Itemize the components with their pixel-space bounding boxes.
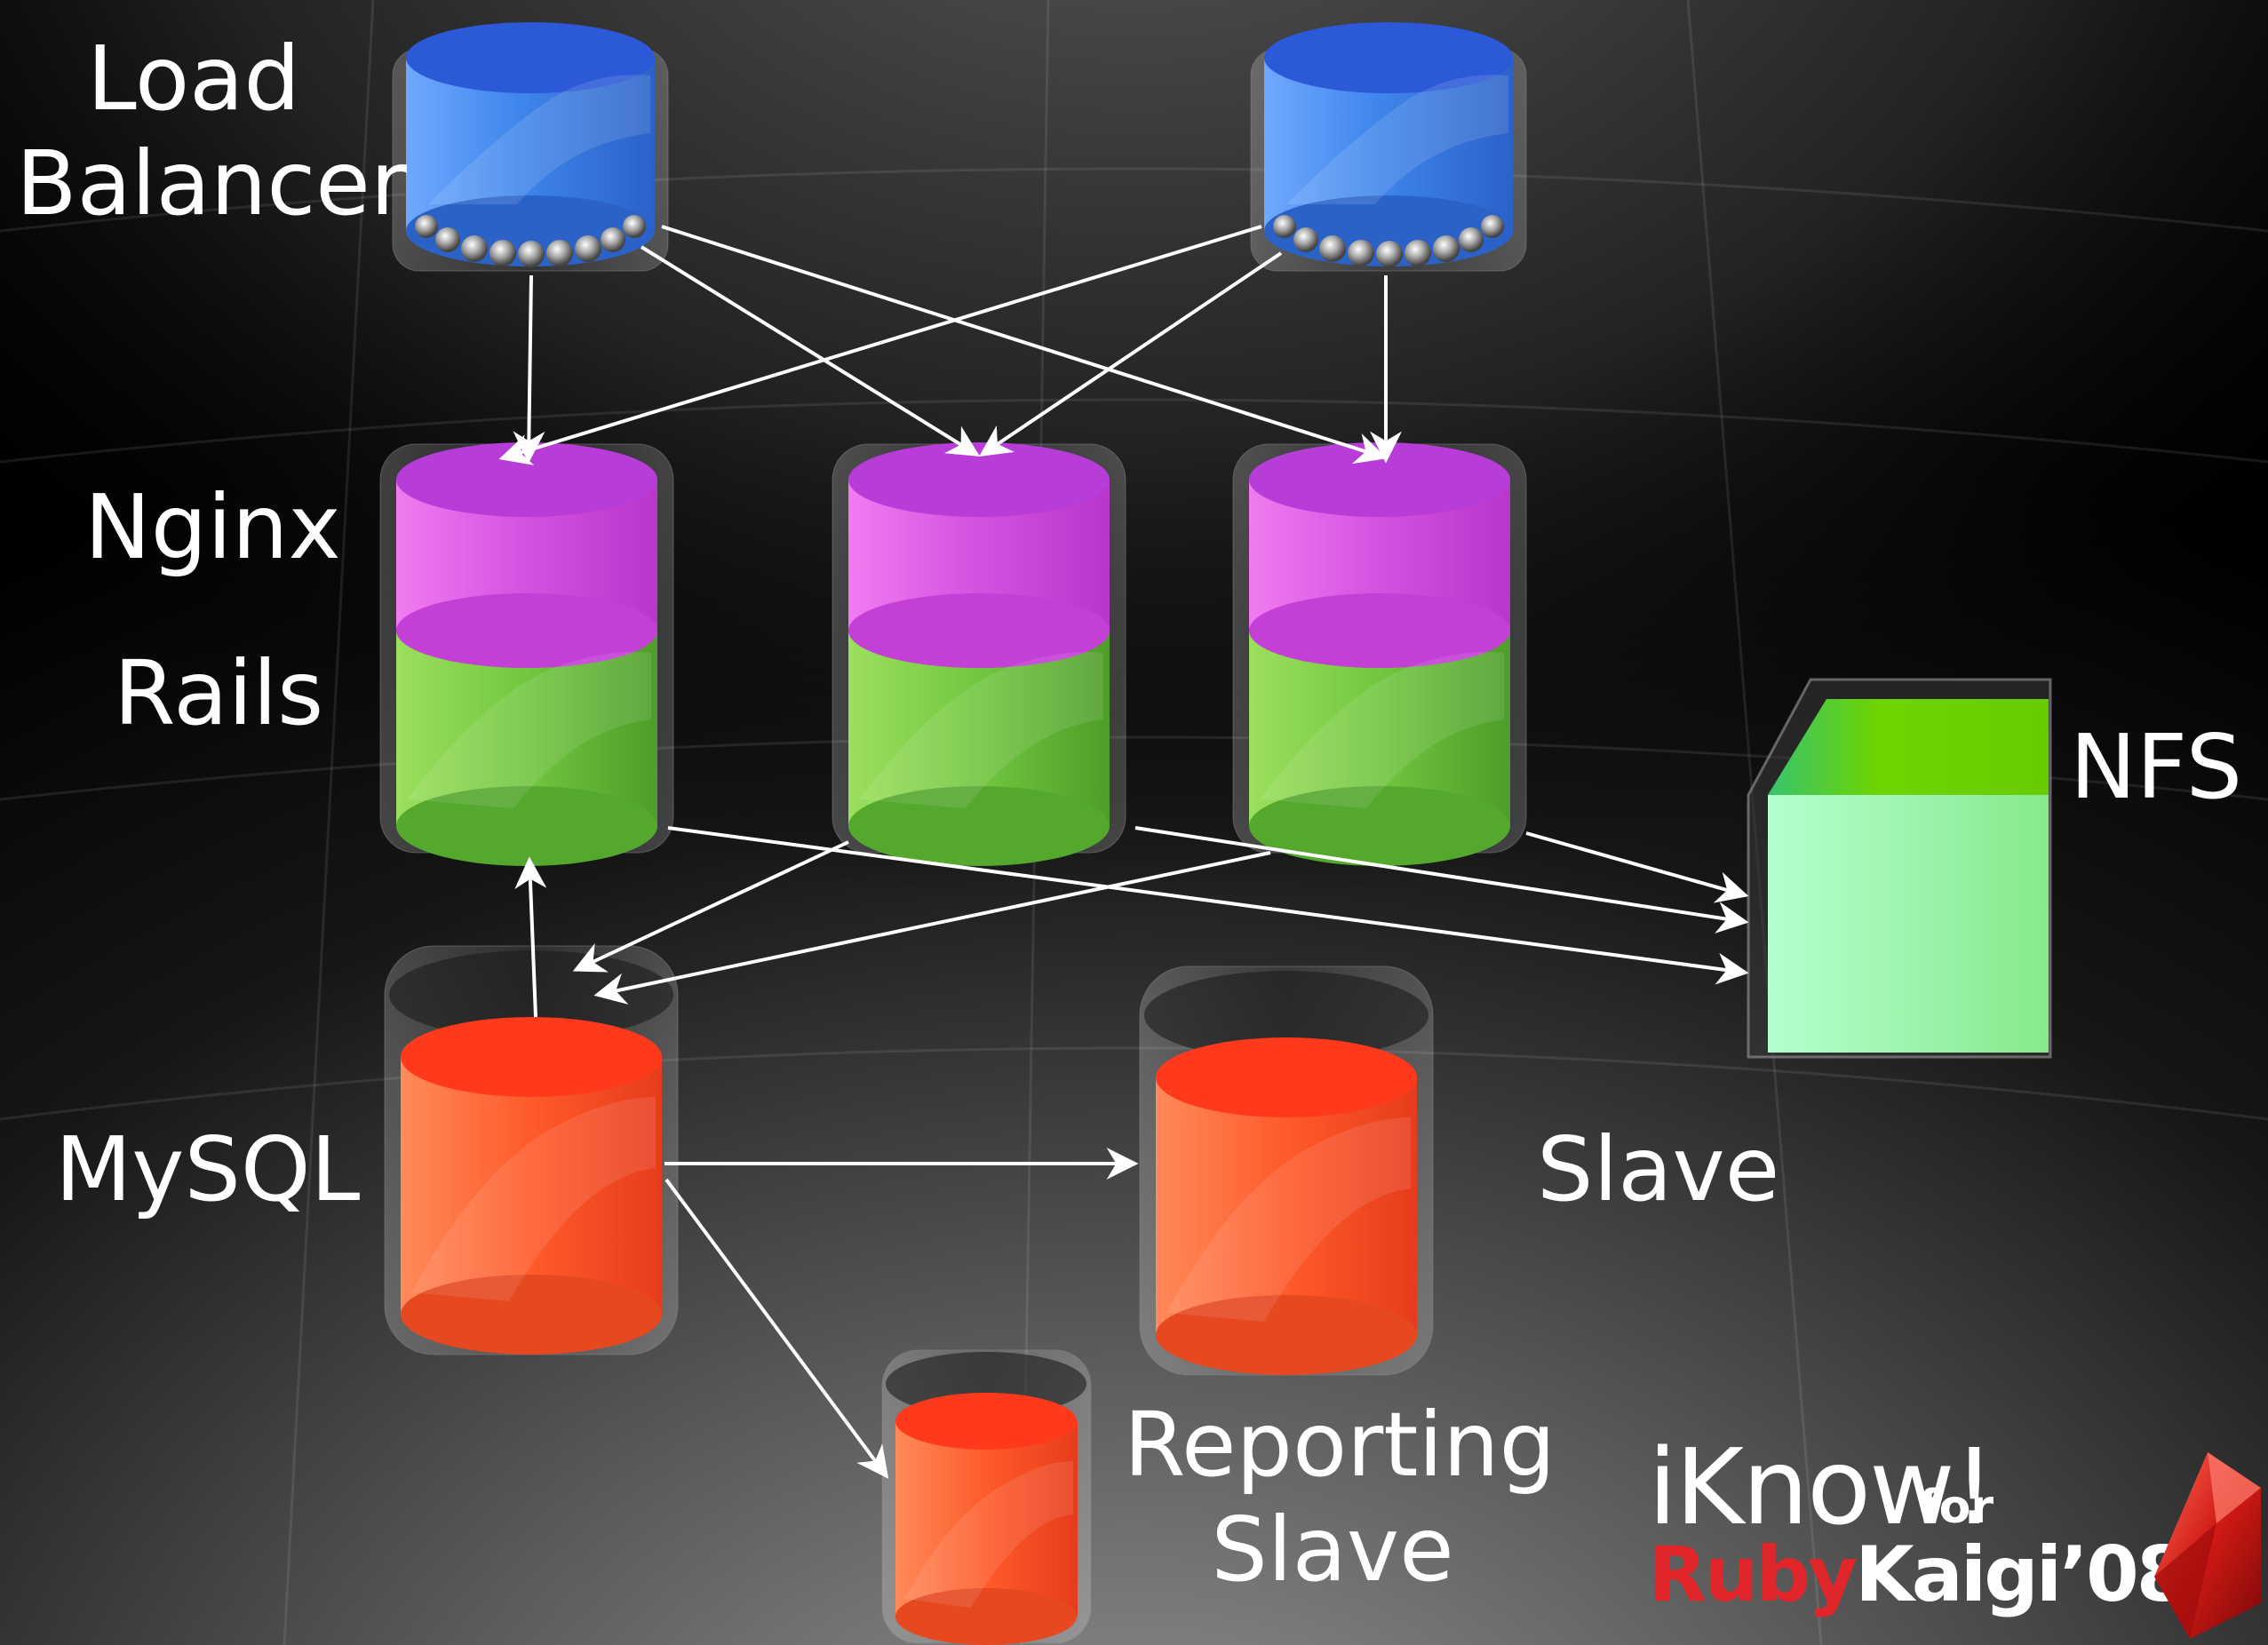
logo-rubykaigi-text: RubyKaigi’08 bbox=[1648, 1530, 2190, 1619]
connections bbox=[498, 225, 1749, 1479]
arrow-mysql-to-app1 bbox=[514, 856, 547, 1018]
arrow-mysql-to-reporting bbox=[664, 1178, 889, 1479]
load-balancer-1 bbox=[392, 22, 669, 272]
arrow-app3-to-mysql bbox=[593, 851, 1271, 1005]
app-server-2 bbox=[832, 442, 1126, 866]
logo-for-text: for bbox=[1919, 1481, 1993, 1534]
arrow-lb2-to-app1 bbox=[498, 225, 1262, 465]
logo-kaigi-word: Kaigi’08 bbox=[1855, 1530, 2190, 1619]
app-server-1 bbox=[379, 442, 674, 866]
nginx-label: Nginx bbox=[84, 475, 341, 579]
logo-ruby-word: Ruby bbox=[1648, 1530, 1858, 1619]
mysql-reporting-slave bbox=[881, 1349, 1092, 1645]
arrow-app3-to-nfs bbox=[1525, 831, 1749, 903]
load-balancer-label-line2: Balancer bbox=[16, 131, 407, 235]
arrow-app2-to-nfs bbox=[1134, 826, 1749, 934]
ruby-gem-icon bbox=[2154, 1452, 2261, 1639]
iknow-rubykaigi-logo: iKnow! for RubyKaigi’08 bbox=[1648, 1426, 2261, 1643]
load-balancer-label: Load Balancer bbox=[16, 27, 407, 236]
arrow-lb1-to-app2 bbox=[640, 245, 981, 457]
arrow-lb1-to-app1 bbox=[513, 274, 545, 464]
reporting-slave-label-line1: Reporting bbox=[1124, 1393, 1556, 1497]
mysql-slave bbox=[1139, 966, 1434, 1376]
load-balancer-label-line1: Load bbox=[87, 27, 300, 131]
mysql-master bbox=[384, 945, 679, 1355]
nfs-storage bbox=[1747, 678, 2052, 1059]
slave-label: Slave bbox=[1537, 1117, 1780, 1221]
rails-label: Rails bbox=[114, 641, 324, 745]
arrow-lb2-to-app2 bbox=[979, 251, 1283, 457]
bearing-balls bbox=[415, 215, 646, 267]
reporting-slave-label-line2: Slave bbox=[1211, 1498, 1454, 1601]
arrow-app2-to-mysql bbox=[572, 840, 849, 973]
arrow-app1-to-nfs bbox=[667, 826, 1749, 985]
bearing-balls bbox=[1273, 215, 1504, 267]
reporting-slave-label: Reporting Slave bbox=[1124, 1393, 1556, 1602]
mysql-label: MySQL bbox=[55, 1117, 361, 1221]
app-server-3 bbox=[1232, 442, 1527, 866]
logo-iknow-text: iKnow! bbox=[1648, 1426, 1995, 1548]
arrow-lb1-to-app3 bbox=[661, 225, 1388, 465]
load-balancer-2 bbox=[1250, 22, 1527, 272]
nfs-label: NFS bbox=[2070, 715, 2243, 819]
